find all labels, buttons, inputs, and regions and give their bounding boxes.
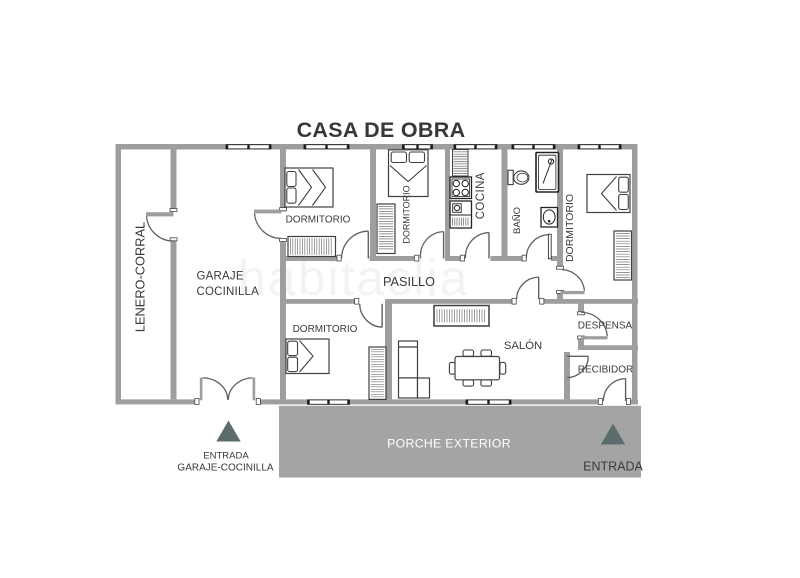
svg-text:ENTRADA: ENTRADA: [203, 451, 249, 462]
svg-text:SALÓN: SALÓN: [504, 339, 542, 352]
svg-text:PORCHE EXTERIOR: PORCHE EXTERIOR: [387, 437, 511, 451]
svg-text:DORMITORIO: DORMITORIO: [286, 215, 351, 226]
svg-text:DORMITORIO: DORMITORIO: [564, 194, 576, 262]
svg-text:DORMITORIO: DORMITORIO: [402, 185, 412, 243]
svg-text:PASILLO: PASILLO: [383, 275, 435, 289]
svg-text:DORMITORIO: DORMITORIO: [293, 324, 358, 335]
svg-text:GARAJE-COCINILLA: GARAJE-COCINILLA: [177, 462, 273, 473]
svg-text:DESPENSA: DESPENSA: [578, 321, 633, 332]
svg-text:LENERO-CORRAL: LENERO-CORRAL: [133, 222, 148, 332]
svg-text:ENTRADA: ENTRADA: [583, 460, 643, 474]
svg-text:RECIBIDOR: RECIBIDOR: [578, 365, 634, 376]
svg-text:GARAJE: GARAJE: [197, 271, 244, 283]
svg-text:COCINA: COCINA: [475, 172, 487, 219]
svg-text:COCINILLA: COCINILLA: [197, 286, 260, 298]
svg-text:CASA DE OBRA: CASA DE OBRA: [297, 118, 466, 142]
svg-text:BAÑO: BAÑO: [512, 207, 523, 234]
svg-text:habitaclia: habitaclia: [238, 250, 469, 306]
